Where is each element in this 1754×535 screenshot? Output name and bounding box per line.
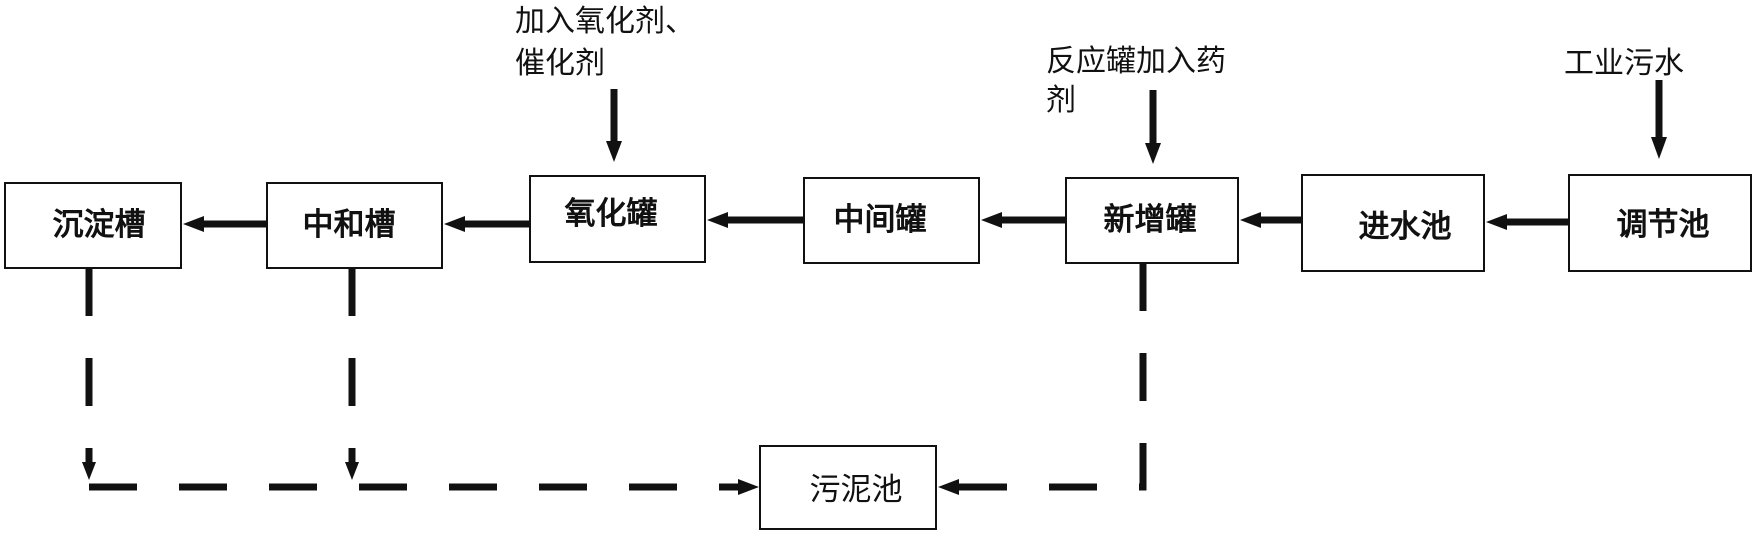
input-reagent-arrowhead (1145, 143, 1161, 164)
chendian-tank-box (4, 182, 182, 269)
zhongjian-tank-box (803, 177, 980, 264)
input-oxidant-arrowhead (606, 141, 622, 162)
input-oxidant-label-line1: 加入氧化剂、 (515, 4, 695, 39)
xinzeng-tank-label: 新增罐 (1104, 202, 1197, 238)
flow-arrowhead-zhongjian-to-yanghua (707, 212, 728, 228)
tiaojie-pool-label: 调节池 (1617, 207, 1710, 243)
flow-arrowhead-jinshui-to-xinzeng (1240, 212, 1261, 228)
flow-arrowhead-yanghua-to-zhonghe (444, 216, 465, 232)
yanghua-tank-box (529, 175, 706, 263)
chendian-tank-label: 沉淀槽 (53, 207, 146, 243)
flow-arrowhead-tiaojie-to-jinshui (1486, 214, 1507, 230)
wuni-pool-box (759, 445, 937, 530)
yanghua-tank-label: 氧化罐 (565, 196, 658, 232)
wuni-pool-label: 污泥池 (810, 472, 903, 508)
sludge-arrowhead-into-wuni (738, 479, 759, 495)
input-reagent-label-line1: 反应罐加入药 (1046, 44, 1226, 79)
input-oxidant-label-line2: 催化剂 (515, 46, 605, 81)
flow-arrowhead-xinzeng-to-zhongjian (981, 212, 1002, 228)
jinshui-pool-box (1301, 174, 1485, 272)
sludge-arrowhead-chendian (82, 462, 96, 480)
zhongjian-tank-label: 中间罐 (834, 202, 927, 238)
input-sewage-arrowhead (1651, 137, 1667, 159)
sludge-arrowhead-from-xinzeng (938, 479, 959, 495)
flow-arrowhead-zhonghe-to-chendian (183, 216, 204, 232)
input-reagent-label-line2: 剂 (1046, 83, 1076, 118)
zhonghe-tank-label: 中和槽 (303, 207, 396, 243)
input-sewage-label: 工业污水 (1564, 46, 1684, 81)
tiaojie-pool-box (1568, 174, 1752, 272)
xinzeng-tank-box (1065, 177, 1239, 264)
jinshui-pool-label: 进水池 (1359, 209, 1452, 245)
sludge-arrowhead-zhonghe (345, 462, 359, 480)
sludge-line-xinzeng-return (958, 263, 1147, 491)
